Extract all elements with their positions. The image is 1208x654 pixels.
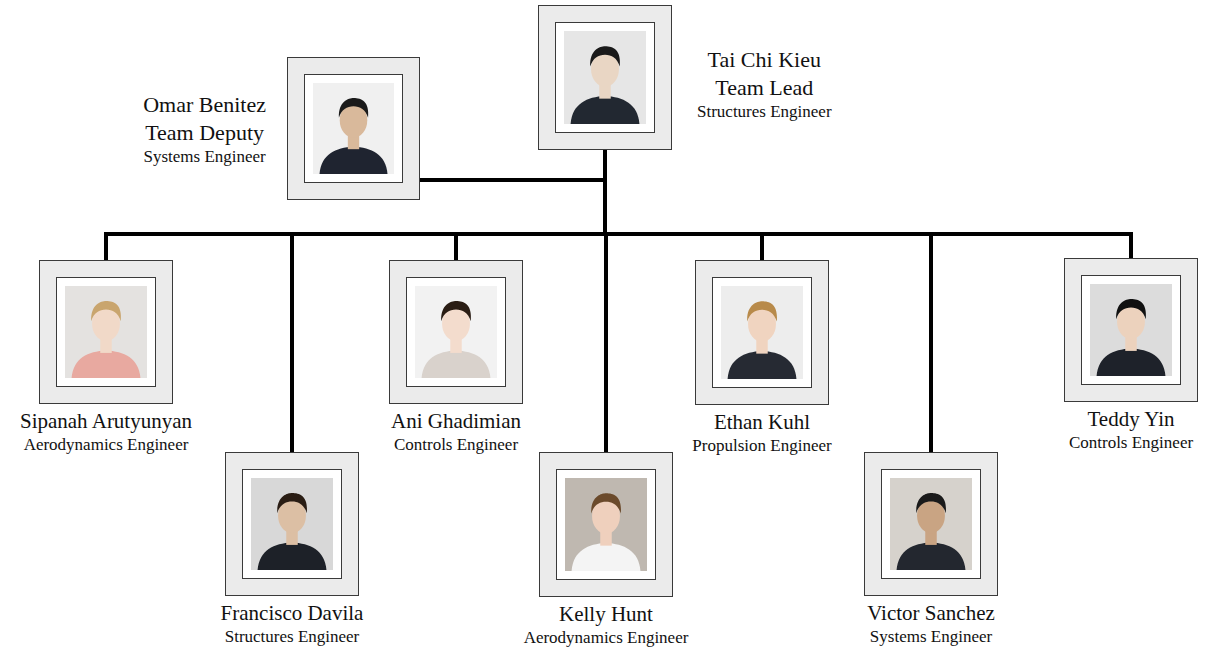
photo-mat	[712, 277, 812, 388]
portrait-hair	[591, 493, 621, 513]
job-role: Systems Engineer	[143, 146, 266, 167]
portrait-hair	[91, 301, 121, 321]
person-name: Omar Benitez	[143, 91, 266, 119]
portrait-shoulders	[728, 351, 797, 379]
org-connector	[456, 150, 605, 260]
portrait-shoulders	[319, 147, 387, 174]
portrait-photo	[65, 286, 147, 378]
photo-ground	[313, 83, 394, 174]
job-role: Systems Engineer	[867, 626, 995, 647]
job-role: Structures Engineer	[221, 626, 364, 647]
photo-frame: Tai Chi KieuTeam LeadStructures Engineer	[538, 5, 672, 150]
org-connector	[605, 150, 762, 260]
photo-mat	[555, 22, 655, 133]
person-name: Kelly Hunt	[524, 601, 689, 627]
portrait-shoulders	[1097, 348, 1166, 376]
photo-frame: Victor SanchezSystems Engineer	[864, 452, 998, 596]
portrait-shoulders	[571, 96, 640, 124]
job-role: Structures Engineer	[697, 101, 832, 122]
photo-mat	[242, 469, 342, 579]
photo-frame: Omar BenitezTeam DeputySystems Engineer	[287, 57, 420, 200]
person-name: Tai Chi Kieu	[697, 46, 832, 74]
portrait-hair	[1116, 299, 1146, 319]
job-role: Aerodynamics Engineer	[20, 434, 192, 455]
photo-ground	[721, 286, 803, 379]
photo-frame: Francisco DavilaStructures Engineer	[225, 452, 359, 596]
job-role: Aerodynamics Engineer	[524, 627, 689, 648]
org-connector	[420, 150, 605, 180]
person-name: Victor Sanchez	[867, 600, 995, 626]
photo-ground	[1090, 284, 1172, 376]
job-role: Propulsion Engineer	[692, 435, 831, 456]
portrait-hair	[339, 98, 368, 118]
person-name: Ethan Kuhl	[692, 409, 831, 435]
portrait-shoulders	[572, 543, 641, 571]
photo-ground	[564, 31, 646, 124]
name-label: Kelly HuntAerodynamics Engineer	[524, 601, 689, 649]
portrait-photo	[890, 478, 972, 570]
portrait-shoulders	[422, 350, 491, 378]
photo-frame: Kelly HuntAerodynamics Engineer	[539, 452, 673, 597]
person-name: Ani Ghadimian	[391, 408, 521, 434]
job-role: Controls Engineer	[1069, 432, 1193, 453]
portrait-photo	[251, 478, 333, 570]
photo-ground	[565, 478, 647, 571]
portrait-hair	[277, 493, 307, 513]
portrait-hair	[441, 301, 471, 321]
portrait-photo	[313, 83, 394, 174]
name-label: Tai Chi KieuTeam LeadStructures Engineer	[697, 46, 832, 122]
photo-mat	[556, 469, 656, 580]
photo-ground	[65, 286, 147, 378]
portrait-photo	[564, 31, 646, 124]
photo-mat	[56, 277, 156, 387]
portrait-hair	[916, 493, 946, 513]
portrait-photo	[565, 478, 647, 571]
portrait-photo	[415, 286, 497, 378]
org-connector	[605, 150, 931, 452]
photo-mat	[1081, 275, 1181, 385]
portrait-hair	[747, 301, 777, 321]
team-title: Team Lead	[697, 74, 832, 102]
portrait-shoulders	[258, 542, 327, 570]
person-name: Francisco Davila	[221, 600, 364, 626]
photo-frame: Ani GhadimianControls Engineer	[389, 260, 523, 404]
name-label: Ethan KuhlPropulsion Engineer	[692, 409, 831, 457]
photo-ground	[890, 478, 972, 570]
photo-mat	[881, 469, 981, 579]
name-label: Teddy YinControls Engineer	[1069, 406, 1193, 454]
name-label: Omar BenitezTeam DeputySystems Engineer	[143, 91, 266, 167]
photo-ground	[251, 478, 333, 570]
name-label: Ani GhadimianControls Engineer	[391, 408, 521, 456]
photo-ground	[415, 286, 497, 378]
photo-mat	[406, 277, 506, 387]
photo-frame: Ethan KuhlPropulsion Engineer	[695, 260, 829, 405]
name-label: Sipanah ArutyunyanAerodynamics Engineer	[20, 408, 192, 456]
photo-frame: Sipanah ArutyunyanAerodynamics Engineer	[39, 260, 173, 404]
portrait-shoulders	[72, 350, 141, 378]
photo-frame: Teddy YinControls Engineer	[1064, 258, 1198, 402]
portrait-photo	[721, 286, 803, 379]
name-label: Victor SanchezSystems Engineer	[867, 600, 995, 648]
portrait-photo	[1090, 284, 1172, 376]
portrait-hair	[590, 46, 620, 66]
portrait-shoulders	[897, 542, 966, 570]
name-label: Francisco DavilaStructures Engineer	[221, 600, 364, 648]
org-connector	[605, 150, 1131, 258]
person-name: Teddy Yin	[1069, 406, 1193, 432]
team-title: Team Deputy	[143, 119, 266, 147]
photo-mat	[304, 74, 403, 183]
person-name: Sipanah Arutyunyan	[20, 408, 192, 434]
job-role: Controls Engineer	[391, 434, 521, 455]
